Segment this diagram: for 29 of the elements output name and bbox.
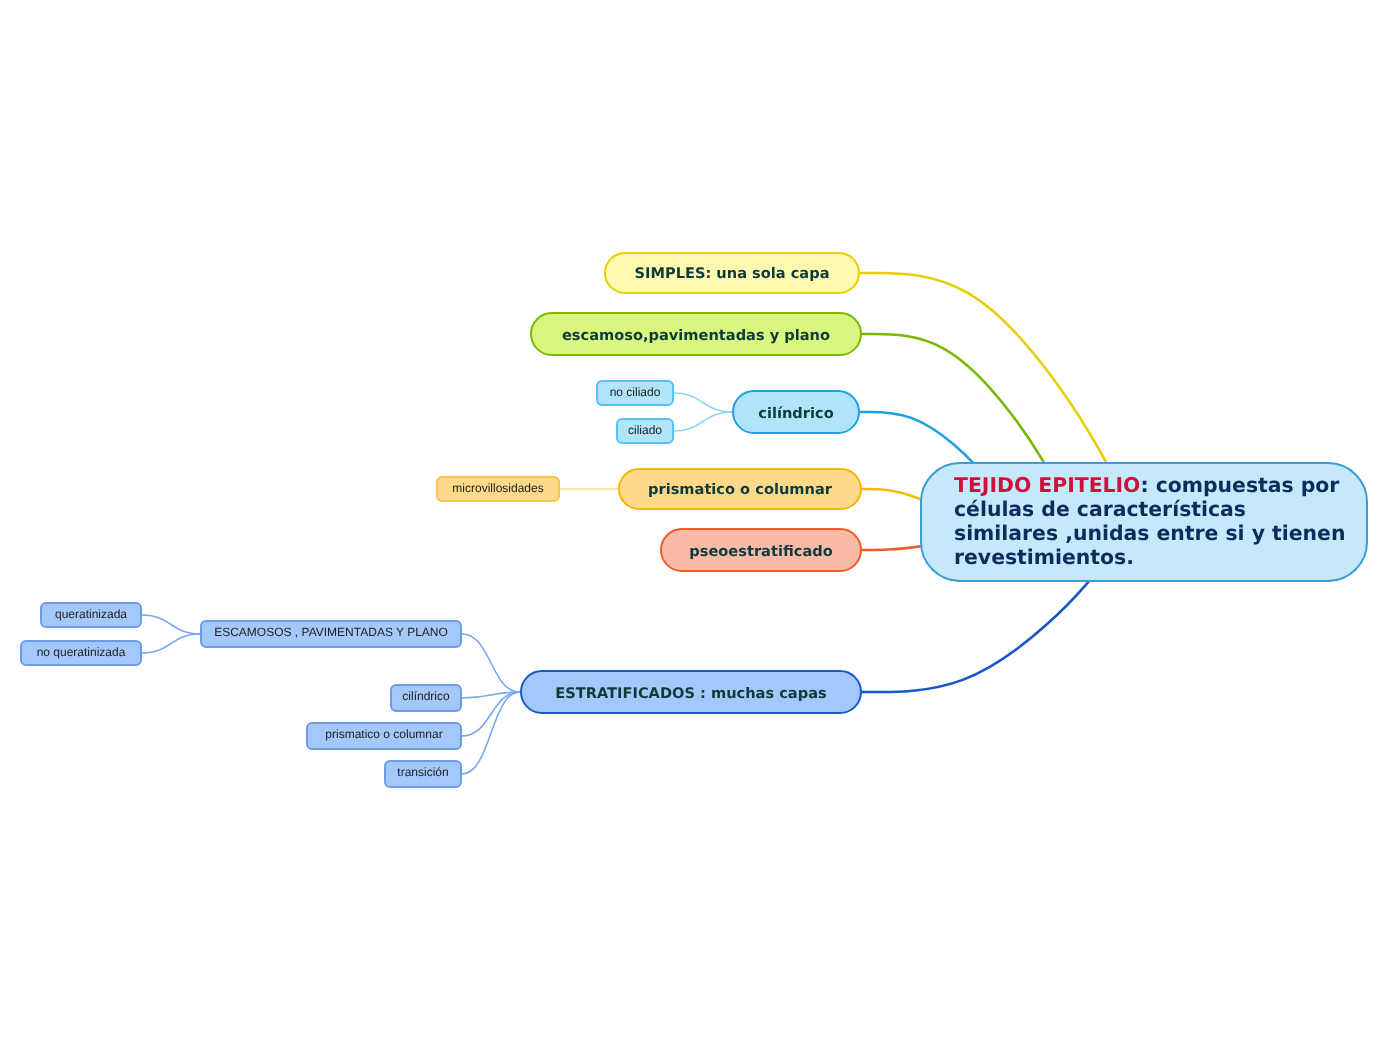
subtopic-box [40, 602, 142, 628]
subtopic-box [436, 476, 560, 502]
subtopic-box [596, 380, 674, 406]
topic-box [732, 390, 860, 434]
connector-line [862, 544, 923, 552]
central-topic-box [920, 462, 1368, 582]
topic-text: TEJIDO EPITELIO: compuestas por células de características similares ,unidas entre si y tienen revestimientos. [954, 476, 1346, 572]
connector-line [862, 579, 1091, 694]
connector-line [860, 271, 1108, 463]
subtopic-box [390, 684, 462, 712]
connector-line [461, 691, 521, 699]
connector-line [673, 411, 733, 432]
subtopic-box [616, 418, 674, 444]
connector-line [862, 487, 923, 502]
topic-box [520, 670, 862, 714]
subtopic-box [306, 722, 462, 750]
topic-box [530, 312, 862, 356]
connector-line [461, 633, 521, 693]
topic-box [660, 528, 862, 572]
subtopic-box [200, 620, 462, 648]
connector-line [141, 633, 201, 654]
connector-line [559, 488, 619, 490]
subtopic-box [384, 760, 462, 788]
connector-line [862, 332, 1048, 467]
subtopic-box [20, 640, 142, 666]
connector-line [860, 410, 977, 467]
topic-box [604, 252, 860, 294]
connector-line [461, 691, 521, 775]
topic-box [618, 468, 862, 510]
